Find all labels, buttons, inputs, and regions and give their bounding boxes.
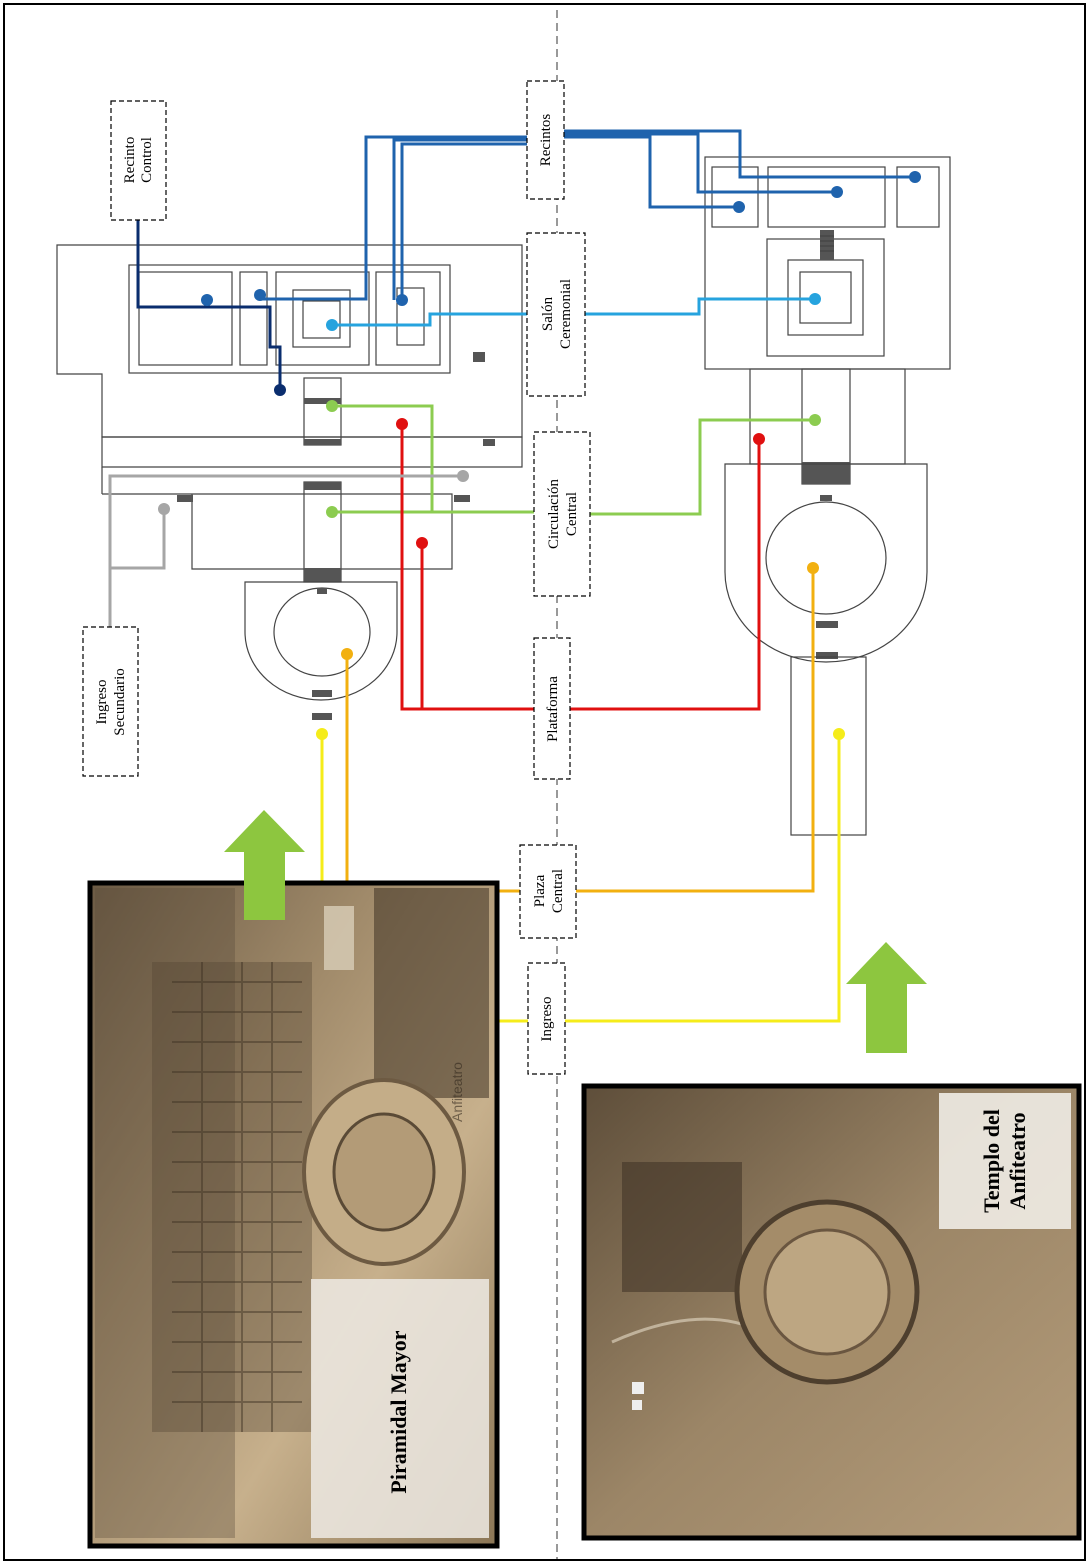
site-diagram: RecintoControl Recintos SalónCeremonial … (56, 10, 1082, 1559)
plan-piramidal-amphitheatre (244, 581, 398, 701)
plan-room (767, 166, 886, 228)
plan-room (239, 271, 268, 366)
plan-room (375, 271, 441, 366)
plan-templo-corridor (749, 368, 906, 465)
plan-piramidal-lower-block (101, 467, 453, 570)
plan-templo-amphitheatre (724, 463, 928, 663)
up-arrow-icon (846, 942, 927, 1053)
label-plataforma: Plataforma (533, 637, 571, 780)
plan-room (396, 287, 425, 346)
photo-caption-box (939, 1093, 1071, 1229)
plan-piramidal-inner-block (128, 264, 451, 374)
connector-recinto-control (136, 220, 282, 390)
svg-text:Plataforma: Plataforma (545, 676, 561, 742)
svg-text:RecintoControl: RecintoControl (122, 137, 155, 184)
label-recinto-control: RecintoControl (110, 100, 167, 221)
plan-piramidal-outline (56, 244, 523, 438)
photo-caption-piramidal: Piramidal Mayor (386, 1330, 411, 1493)
photo-templo-anfiteatro: Templo delAnfiteatro (581, 1083, 1082, 1541)
connector-circulacion-central (332, 404, 815, 516)
connector-plataforma (400, 425, 761, 711)
up-arrow-icon (224, 810, 305, 920)
photo-piramidal-mayor: Anfiteatro Piramidal Mayor (87, 880, 500, 1549)
connector-ingreso-secundario (108, 474, 463, 627)
plan-room (302, 300, 341, 339)
plan-templo-outline (704, 156, 951, 370)
svg-text:Ingreso: Ingreso (539, 997, 555, 1042)
svg-text:Recintos: Recintos (538, 114, 554, 167)
plan-piramidal-stair (303, 377, 342, 446)
connector-endpoints (158, 171, 921, 740)
label-recintos: Recintos (526, 80, 565, 200)
plan-room (138, 271, 233, 366)
connector-plaza-central (345, 568, 815, 893)
plan-room (896, 166, 940, 228)
svg-text:Anfiteatro: Anfiteatro (449, 1062, 465, 1122)
connector-recintos (260, 129, 915, 301)
plan-piramidal-mayor (56, 244, 523, 720)
plan-piramidal-stair (303, 481, 342, 583)
photo-caption-box (311, 1279, 489, 1538)
photo-caption-templo: Templo delAnfiteatro (979, 1109, 1030, 1213)
connector-salon-ceremonial (332, 297, 815, 327)
plan-piramidal-corridor (101, 436, 523, 468)
plan-room (292, 289, 351, 348)
plan-room (711, 166, 759, 228)
label-ingreso: Ingreso (527, 962, 566, 1075)
plan-templo-anfiteatro (704, 156, 951, 836)
plan-templo-ramp (790, 656, 867, 836)
plan-room (275, 271, 370, 366)
